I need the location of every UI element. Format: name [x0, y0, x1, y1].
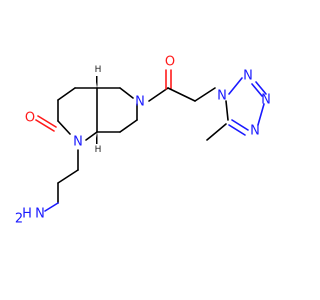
- bond-layer: [35, 69, 267, 212]
- atom-o-lactam: O: [25, 111, 35, 126]
- bond: [57, 120, 71, 135]
- molecule-structure: O N N O N N N N N H 2 H H: [15, 55, 271, 227]
- bond: [119, 119, 138, 133]
- atom-n-tetrazole-1: N: [217, 89, 227, 104]
- atom-labels: O N N O N N N N N H 2 H H: [15, 55, 271, 227]
- atom-n1-ring: N: [73, 135, 83, 150]
- atom-h-4a: H: [95, 65, 102, 75]
- bond: [251, 83, 263, 97]
- bond: [57, 87, 76, 101]
- bond: [57, 169, 79, 184]
- bond: [206, 123, 227, 141]
- molecule-canvas: O N N O N N N N N H 2 H H: [15, 55, 271, 227]
- atom-h-8a: H: [95, 145, 102, 155]
- atom-n-tetrazole-3: N: [261, 93, 271, 108]
- atom-h-amine: H: [22, 207, 32, 222]
- bond: [194, 87, 216, 102]
- bond: [35, 119, 55, 132]
- atom-h-amine-subscript: 2: [15, 212, 23, 227]
- bond: [228, 124, 246, 136]
- bond: [228, 77, 243, 95]
- bond: [225, 100, 229, 121]
- bond: [37, 115, 57, 128]
- atom-n-tetrazole-2: N: [243, 69, 253, 84]
- bond: [255, 81, 267, 95]
- atom-o-acyl: O: [165, 55, 175, 70]
- atom-n-tetrazole-4: N: [250, 124, 260, 139]
- stereo-hash-4a: [95, 76, 99, 88]
- bond: [257, 103, 265, 126]
- atom-n-amine: N: [35, 207, 45, 222]
- bond: [85, 131, 98, 141]
- atom-n6-ring: N: [135, 95, 145, 110]
- bond: [148, 87, 169, 102]
- bond: [44, 202, 59, 212]
- stereo-hash-8a: [95, 132, 99, 144]
- bond: [119, 87, 134, 99]
- bond: [231, 119, 249, 131]
- bond: [167, 87, 196, 102]
